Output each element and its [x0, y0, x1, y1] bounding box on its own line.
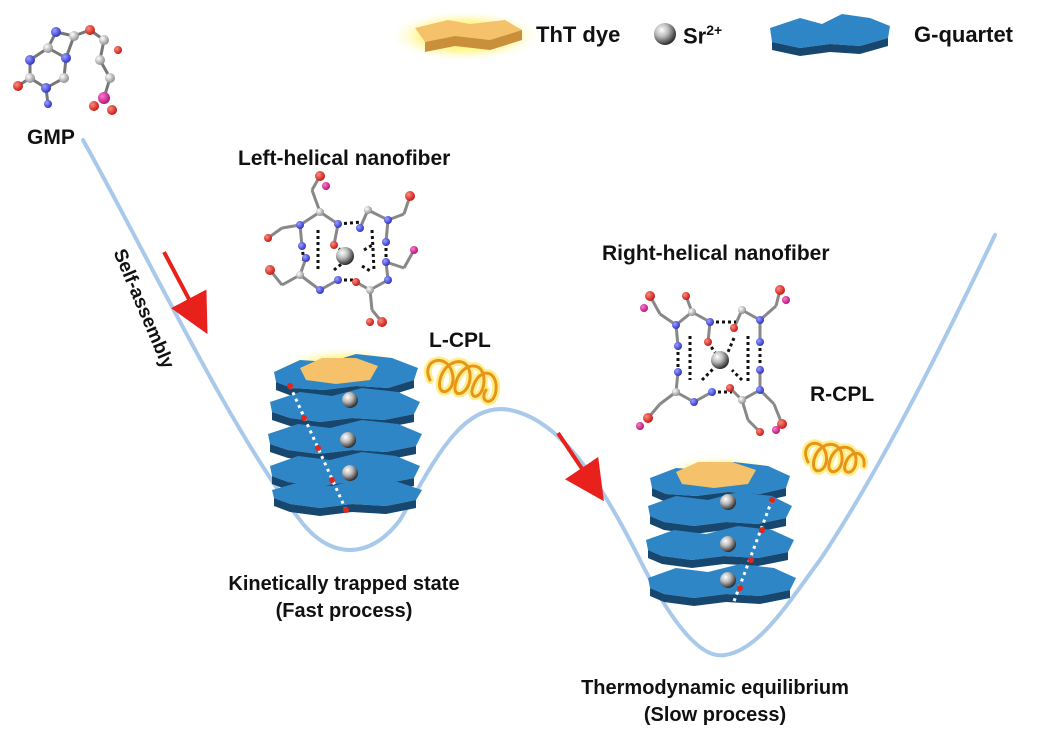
legend-tht-label: ThT dye — [536, 22, 621, 47]
left-helical-nanofiber-stack — [268, 346, 422, 516]
left-sr-ion — [340, 432, 356, 448]
legend-g-quartet-icon — [770, 14, 890, 56]
left-sr-ion — [342, 465, 358, 481]
thermo-state-caption: Thermodynamic equilibrium (Slow process) — [540, 675, 890, 729]
thermo-line1: Thermodynamic equilibrium — [581, 677, 849, 699]
legend-sr-base: Sr — [683, 23, 707, 49]
left-quartet-layer — [272, 478, 422, 516]
legend-g-quartet-label: G-quartet — [914, 22, 1013, 47]
right-helical-title: Right-helical nanofiber — [602, 242, 830, 265]
kinetic-line1: Kinetically trapped state — [228, 573, 460, 595]
legend-tht-dye-icon — [387, 10, 543, 62]
left-helical-title: Left-helical nanofiber — [238, 147, 451, 170]
right-sr-ion — [720, 572, 736, 588]
left-tht-dye-plate — [300, 358, 378, 384]
right-helical-nanofiber-stack — [646, 454, 796, 613]
right-quartet-layer — [646, 526, 794, 568]
right-sr-ion — [720, 536, 736, 552]
right-helix-axis — [728, 499, 774, 613]
l-cpl-label: L-CPL — [429, 329, 491, 352]
kinetic-line2: (Fast process) — [275, 600, 413, 622]
right-tht-dye-plate — [676, 462, 756, 488]
legend-sr-icon — [654, 23, 676, 45]
left-sr-ion — [342, 392, 358, 408]
slow-process-arrow — [556, 431, 604, 502]
kinetic-state-caption: Kinetically trapped state (Fast process) — [194, 571, 494, 625]
thermo-line2: (Slow process) — [643, 704, 787, 726]
legend-sr-sup: 2+ — [706, 22, 723, 38]
left-g-quartet-structure-icon — [264, 171, 418, 327]
r-cpl-label: R-CPL — [810, 383, 875, 406]
r-cpl-spiral-icon — [801, 439, 869, 477]
legend-sr-label: Sr2+ — [683, 22, 722, 49]
self-assembly-arrow — [162, 251, 208, 335]
gmp-label: GMP — [27, 126, 75, 149]
right-g-quartet-structure-icon — [636, 285, 790, 436]
gmp-molecule-icon — [13, 25, 122, 115]
right-sr-ion — [720, 494, 736, 510]
left-helix-axis — [288, 385, 348, 511]
l-cpl-spiral-icon — [423, 356, 501, 406]
